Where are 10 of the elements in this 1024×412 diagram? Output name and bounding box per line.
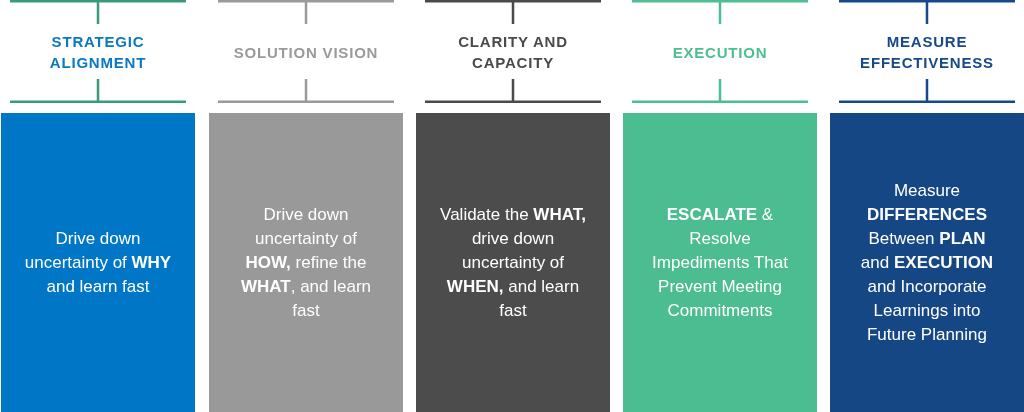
card-text: ESCALATE & Resolve Impediments That Prevent Meeting Commitments bbox=[651, 203, 789, 322]
column-heading: CLARITY AND CAPACITY bbox=[457, 32, 569, 73]
column-heading: MEASURE EFFECTIVENESS bbox=[859, 32, 995, 73]
column-heading: STRATEGIC ALIGNMENT bbox=[48, 32, 148, 73]
card-text: Validate the WHAT, drive down uncertainty of WHEN, and learn fast bbox=[439, 203, 587, 322]
column-heading: SOLUTION VISION bbox=[233, 42, 379, 63]
column-heading: EXECUTION bbox=[672, 42, 768, 63]
card-text: Drive down uncertainty of HOW, refine the WHAT, and learn fast bbox=[239, 203, 373, 322]
card-text: Measure DIFFERENCES Between PLAN and EXECUTION and Incorporate Learnings into Future Planning bbox=[859, 179, 995, 346]
card-text: Drive down uncertainty of WHY and learn fast bbox=[23, 227, 173, 298]
